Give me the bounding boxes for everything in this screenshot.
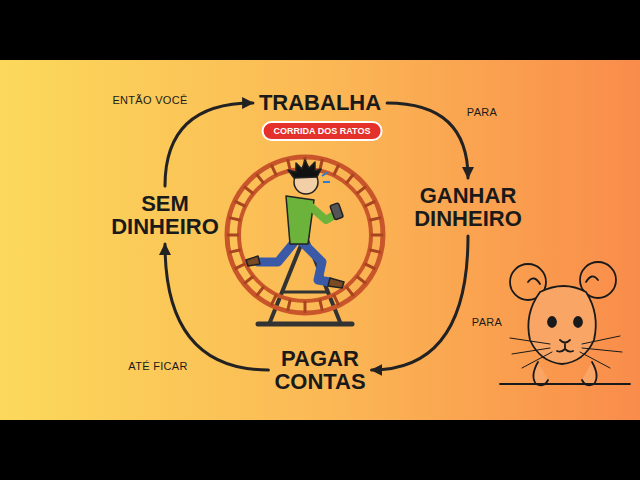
arrow-label: PARA — [472, 316, 502, 328]
cycle-arrow — [372, 236, 468, 370]
wheel-rung — [357, 186, 366, 193]
mouse-head — [528, 286, 595, 364]
runner-phone — [330, 203, 344, 220]
runner-leg — [300, 240, 330, 282]
sweat-marks — [322, 172, 330, 182]
node-text: GANHAR DINHEIRO — [414, 184, 522, 230]
node-text: TRABALHA — [259, 91, 381, 114]
wheel-rim — [239, 169, 371, 301]
mouse-ear-inner — [528, 276, 598, 284]
runner-shoe — [246, 256, 260, 266]
title-pill: CORRIDA DOS RATOS — [262, 121, 383, 141]
wheel-rung — [244, 276, 253, 283]
wheel-rung — [304, 301, 307, 313]
arrow-label: ENTÃO VOCÊ — [112, 94, 187, 106]
wheel-rung — [320, 299, 323, 311]
wheel-rung — [235, 264, 246, 269]
wheel-rung — [369, 218, 381, 221]
mouse-eye — [548, 317, 556, 327]
wheel-rung — [369, 250, 381, 253]
cycle-step: SEM DINHEIRO — [109, 190, 221, 240]
cycle-step: PAGAR CONTAS — [272, 345, 367, 395]
wheel-rung — [244, 186, 253, 193]
cycle-arrow — [165, 103, 253, 186]
node-text: CORRIDA DOS RATOS — [274, 126, 371, 136]
wheel-rungs — [227, 157, 383, 313]
wheel-rung — [288, 299, 291, 311]
cycle-step: GANHAR DINHEIRO — [412, 182, 524, 232]
mouse-whiskers — [510, 336, 622, 368]
arrow-label: ATÉ FICAR — [128, 360, 187, 372]
cycle-arrow — [165, 244, 268, 370]
node-text: SEM DINHEIRO — [111, 192, 219, 238]
wheel-rung — [256, 287, 263, 296]
arrow-label: PARA — [467, 106, 497, 118]
wheel-rung — [229, 250, 241, 253]
wheel-rung — [371, 234, 383, 237]
wheel-rung — [365, 264, 376, 269]
wheel-rung — [357, 276, 366, 283]
wheel-rung — [227, 234, 239, 237]
stand-base — [258, 322, 352, 327]
mouse-ledge — [500, 383, 630, 385]
wheel-rung — [235, 201, 246, 206]
wheel-rung — [271, 165, 276, 176]
wheel-rung — [365, 201, 376, 206]
wheel-rung — [271, 295, 276, 306]
mouse-paw — [533, 362, 596, 385]
runner-hair — [288, 160, 321, 178]
cycle-arrow — [387, 103, 468, 178]
wheel — [227, 157, 383, 313]
runner-shoe — [328, 278, 344, 288]
wheel-rung — [256, 174, 263, 183]
mouse-eye — [574, 317, 582, 327]
wheel-rung — [334, 295, 339, 306]
cycle-step: TRABALHA — [257, 89, 383, 116]
mouse-sketch — [500, 262, 630, 385]
runner — [246, 160, 344, 288]
wheel-rung — [288, 159, 291, 171]
stand-brace — [282, 291, 328, 294]
wheel-stand — [258, 235, 352, 324]
mouse-nose — [557, 340, 573, 352]
wheel-rung — [229, 218, 241, 221]
wheel-rung — [346, 287, 353, 296]
wheel-rung — [334, 165, 339, 176]
wheel-rung — [346, 174, 353, 183]
node-text: PAGAR CONTAS — [274, 347, 365, 393]
wheel-rim — [227, 157, 383, 313]
